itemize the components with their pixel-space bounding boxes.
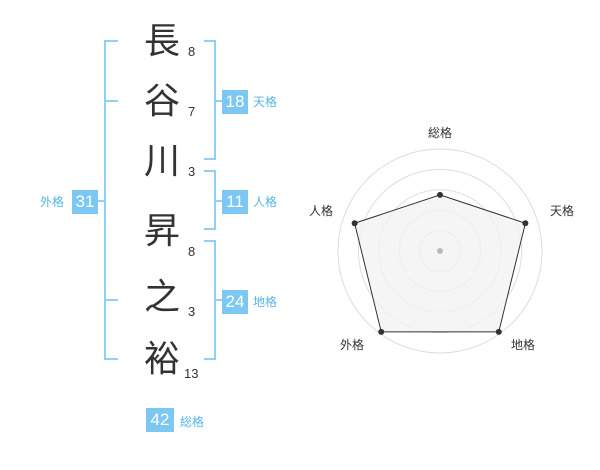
tenkaku-label: 天格: [253, 95, 278, 109]
chikaku-connector: [215, 299, 224, 301]
gaikaku-connector: [96, 200, 105, 202]
gaikaku-label: 外格: [40, 195, 65, 209]
name-char-2: 谷: [143, 81, 180, 122]
radar-grid-ring: [357, 168, 523, 334]
stroke-count-2: 7: [188, 104, 196, 119]
radar-point-5: [351, 220, 358, 227]
soukaku-badge: 42: [146, 408, 174, 432]
radar-point-4: [378, 328, 385, 335]
jinkaku-label: 人格: [253, 195, 278, 209]
jinkaku-connector: [215, 200, 224, 202]
jinkaku-badge: 11: [222, 190, 248, 214]
radar-data-polygon: [354, 194, 526, 333]
radar-point-3: [495, 328, 502, 335]
gaikaku-bracket-tick: [104, 299, 118, 301]
stroke-count-3: 3: [188, 164, 196, 179]
name-char-3: 川: [143, 141, 180, 182]
radar-label-jinkaku: 人格: [309, 204, 334, 218]
stroke-count-1: 8: [188, 44, 196, 59]
radar-label-chikaku: 地格: [511, 338, 536, 352]
radar-grid-ring: [337, 148, 543, 354]
name-char-4: 昇: [143, 211, 180, 252]
radar-point-1: [437, 191, 443, 198]
name-char-6: 裕: [143, 339, 180, 380]
gaikaku-badge: 31: [72, 190, 98, 214]
tenkaku-connector: [215, 100, 224, 102]
radar-label-tenkaku: 天格: [550, 204, 575, 218]
soukaku-label: 総格: [180, 415, 205, 429]
stroke-count-4: 8: [188, 244, 196, 259]
stroke-count-5: 3: [188, 304, 196, 319]
tenkaku-badge: 18: [222, 90, 248, 114]
chikaku-label: 地格: [253, 295, 278, 309]
radar-label-soukaku: 総格: [428, 126, 453, 140]
radar-label-gaikaku: 外格: [340, 338, 365, 352]
radar-point-2: [522, 220, 529, 227]
gaikaku-bracket: [104, 40, 118, 360]
name-char-1: 長: [143, 21, 180, 62]
chikaku-badge: 24: [222, 290, 248, 314]
name-char-5: 之: [143, 277, 180, 318]
stroke-count-6: 13: [184, 366, 199, 381]
gaikaku-bracket-tick: [104, 100, 118, 102]
radar-center-dot: [437, 248, 443, 254]
